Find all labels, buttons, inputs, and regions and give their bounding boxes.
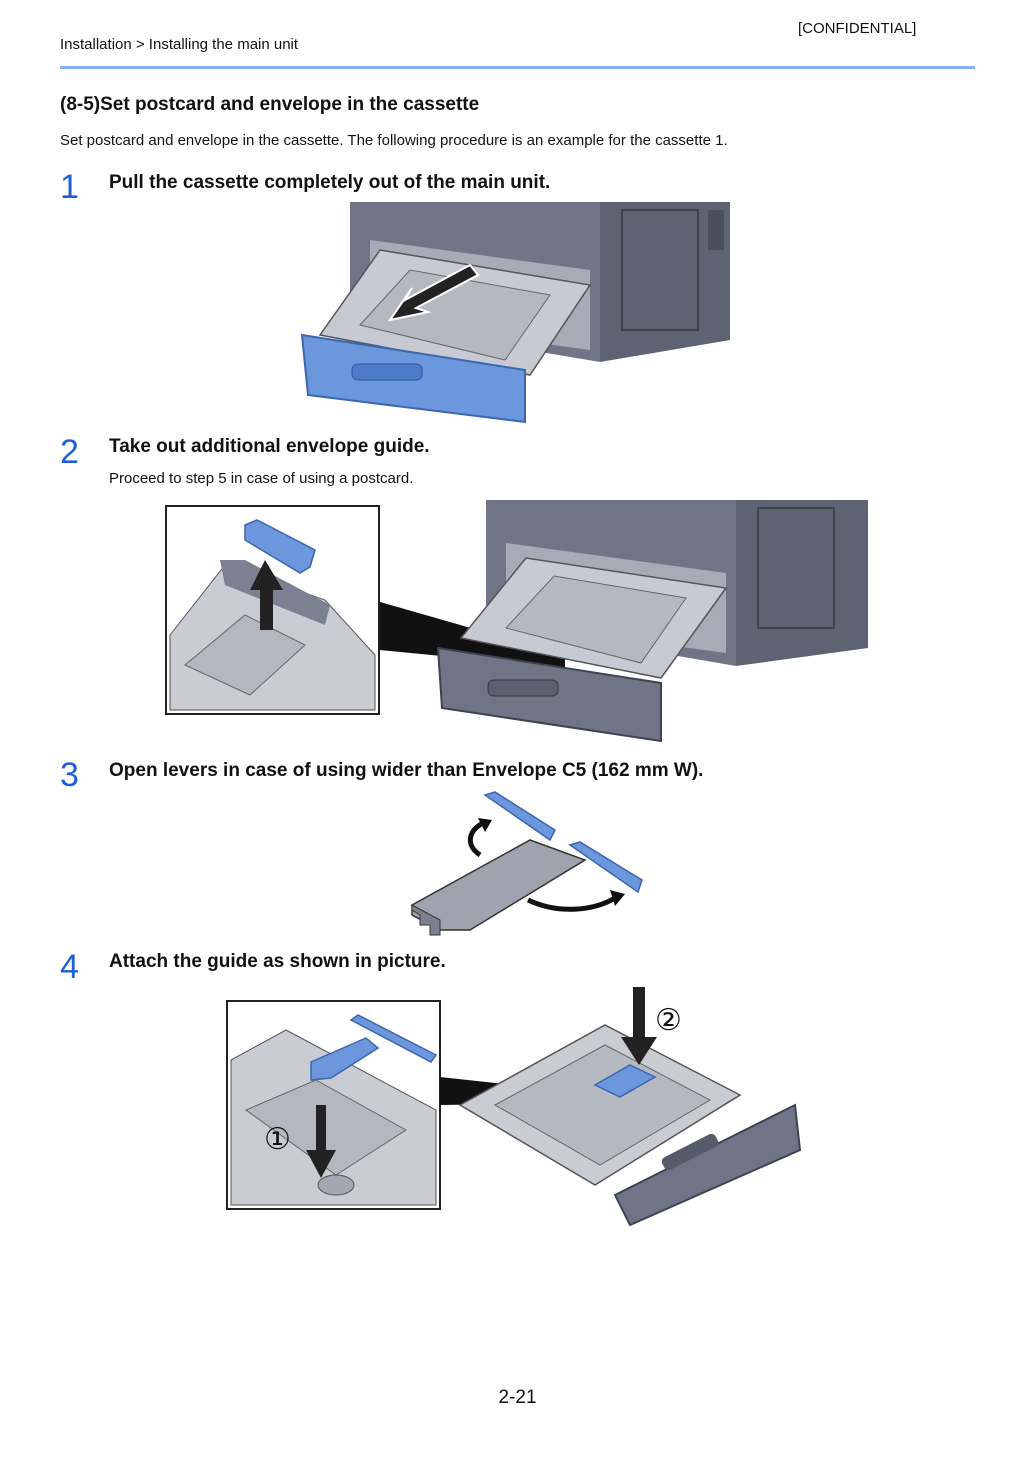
header-divider [60,66,975,69]
breadcrumb: Installation > Installing the main unit [60,36,299,53]
step-4-title: Attach the guide as shown in picture. [109,951,446,972]
confidential-label: [CONFIDENTIAL] [798,20,917,37]
callout-2: ② [655,1003,682,1038]
step-4-number: 4 [60,948,79,986]
step-1-title: Pull the cassette completely out of the … [109,172,551,193]
step-2-illustration [436,500,868,743]
section-title: (8-5)Set postcard and envelope in the ca… [60,94,480,115]
step-2-note: Proceed to step 5 in case of using a pos… [109,470,414,487]
step-1-number: 1 [60,168,79,206]
step-3-number: 3 [60,756,79,794]
callout-1: ① [264,1122,291,1157]
step-2-detail-inset [165,505,380,715]
step-3-title: Open levers in case of using wider than … [109,760,704,781]
page-number: 2-21 [498,1387,537,1408]
step-2-title: Take out additional envelope guide. [109,436,430,457]
step-4-detail-inset [226,1000,441,1210]
step-4-illustration [458,987,802,1227]
section-intro: Set postcard and envelope in the cassett… [60,132,728,149]
step-2-number: 2 [60,433,79,471]
step-3-illustration [411,791,643,936]
step-1-illustration [300,202,730,424]
